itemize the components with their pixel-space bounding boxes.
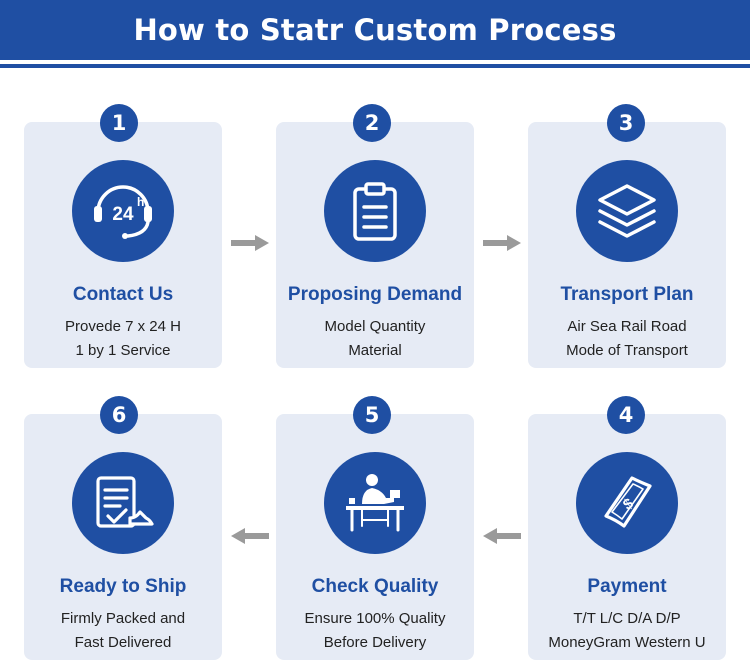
step-card-payment: $ Payment T/T L/C D/A D/P MoneyGram West… xyxy=(528,414,726,660)
step-description-line: Air Sea Rail Road xyxy=(567,318,687,335)
step-title: Transport Plan xyxy=(560,284,694,305)
step-number-badge: 4 xyxy=(607,396,645,434)
title-banner: How to Statr Custom Process xyxy=(0,0,750,60)
inspector-icon xyxy=(324,452,426,554)
step-description-line: Firmly Packed and xyxy=(60,610,186,627)
step-description-line: Ensure 100% Quality xyxy=(304,610,446,627)
page-title: How to Statr Custom Process xyxy=(133,13,617,47)
shipping-document-icon xyxy=(72,452,174,554)
step-description-line: T/T L/C D/A D/P xyxy=(573,610,681,627)
step-description-line: Before Delivery xyxy=(323,634,427,651)
step-description-line: Mode of Transport xyxy=(566,342,688,359)
step-number-badge: 2 xyxy=(353,104,391,142)
step-title: Payment xyxy=(587,576,667,597)
arrow-right-icon xyxy=(231,235,269,251)
step-number-badge: 5 xyxy=(353,396,391,434)
step-title: Contact Us xyxy=(72,284,174,305)
step-description-line: Material xyxy=(348,342,402,359)
step-number-badge: 6 xyxy=(100,396,138,434)
step-title: Ready to Ship xyxy=(59,576,187,597)
step-number-badge: 3 xyxy=(607,104,645,142)
step-description-line: Model Quantity xyxy=(324,318,426,335)
headset-24h-icon: 24 h xyxy=(72,160,174,262)
arrow-right-icon xyxy=(483,235,521,251)
money-bill-icon: $ xyxy=(576,452,678,554)
layers-icon xyxy=(576,160,678,262)
step-description-line: 1 by 1 Service xyxy=(75,342,171,359)
step-card-proposing-demand: Proposing Demand Model Quantity Material xyxy=(276,122,474,368)
step-card-check-quality: Check Quality Ensure 100% Quality Before… xyxy=(276,414,474,660)
step-card-transport-plan: Transport Plan Air Sea Rail Road Mode of… xyxy=(528,122,726,368)
arrow-left-icon xyxy=(483,528,521,544)
svg-text:h: h xyxy=(137,195,144,209)
step-description-line: Fast Delivered xyxy=(74,634,172,651)
step-description-line: Provede 7 x 24 H xyxy=(65,318,181,335)
step-card-contact-us: 24 h Contact Us Provede 7 x 24 H 1 by 1 … xyxy=(24,122,222,368)
arrow-left-icon xyxy=(231,528,269,544)
svg-text:24: 24 xyxy=(112,204,134,225)
clipboard-icon xyxy=(324,160,426,262)
step-description-line: MoneyGram Western U xyxy=(548,634,706,651)
step-title: Check Quality xyxy=(311,576,439,597)
step-card-ready-to-ship: Ready to Ship Firmly Packed and Fast Del… xyxy=(24,414,222,660)
step-title: Proposing Demand xyxy=(287,284,463,305)
step-number-badge: 1 xyxy=(100,104,138,142)
divider xyxy=(0,64,750,68)
